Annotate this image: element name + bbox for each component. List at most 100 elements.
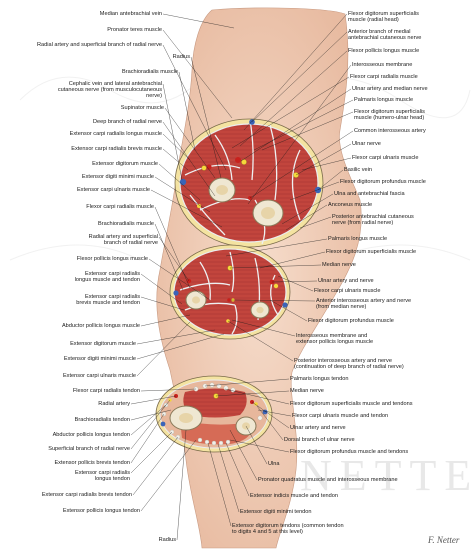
leader-line-r28: [224, 388, 290, 405]
label-l33: Radius: [158, 537, 176, 543]
label-r5: Flexor carpi radialis muscle: [350, 74, 418, 80]
label-r2b: antebrachial cutaneous nerve: [348, 35, 422, 41]
label-r3: Flexor pollicis longus muscle: [348, 48, 420, 54]
label-r37: Extensor digitorum tendons (common tendo…: [232, 523, 344, 529]
leader-line-r33: [245, 425, 268, 465]
label-l32: Extensor pollicis longus tendon: [62, 508, 140, 514]
label-r34: Pronator quadratus muscle and interosseo…: [258, 477, 398, 483]
leader-line-l3: [162, 44, 227, 171]
label-l30b: longus tendon: [94, 476, 130, 482]
label-l10: Extensor carpi radialis brevis muscle: [71, 146, 162, 152]
leader-line-l27: [130, 404, 167, 436]
label-l30: Extensor carpi radialis: [74, 470, 130, 476]
leader-line-r24: [231, 319, 296, 337]
leader-line-r10: [295, 143, 352, 176]
leader-line-l16: [158, 236, 190, 282]
leader-line-r19: [229, 264, 322, 269]
leader-line-l21: [136, 329, 216, 345]
leader-line-l31: [132, 436, 179, 496]
label-l6b: cutaneous nerve (from musculocutaneous: [57, 87, 162, 93]
label-r24: Interosseous membrane and: [296, 333, 368, 339]
leader-line-r26: [204, 378, 290, 387]
leader-line-l5: [178, 71, 196, 151]
leader-line-r29: [257, 409, 292, 417]
leader-line-r25: [227, 320, 294, 362]
label-l23: Extensor carpi ulnaris muscle: [62, 373, 136, 379]
label-r8b: muscle (humero-ulnar head): [354, 115, 425, 121]
netter-watermark: NETTER: [300, 451, 475, 500]
leader-line-l20: [140, 314, 191, 327]
label-r11: Flexor carpi ulnaris muscle: [352, 155, 419, 161]
label-l3: Radial artery and superficial branch of …: [37, 42, 162, 48]
label-r30: Ulnar artery and nerve: [290, 425, 346, 431]
leader-line-r13: [289, 181, 340, 201]
label-r2: Anterior branch of medial: [348, 29, 411, 35]
label-r1b: muscle (radial head): [348, 17, 399, 23]
label-r7: Palmaris longus muscle: [354, 97, 414, 103]
label-l18: Extensor carpi radialis: [84, 271, 140, 277]
leader-line-l24: [140, 388, 197, 392]
leader-line-l18: [140, 273, 183, 305]
leader-line-l12: [154, 176, 211, 213]
label-r16: Posterior antebrachial cutaneous: [332, 214, 414, 220]
leader-line-r14: [281, 193, 334, 225]
label-l2: Pronator teres muscle: [107, 27, 162, 33]
leader-line-r3: [239, 50, 348, 147]
label-r6: Ulnar artery and median nerve: [352, 86, 428, 92]
leader-line-r11: [301, 157, 352, 171]
label-r4: Interosseous membrane: [352, 62, 413, 68]
leader-line-l32: [140, 439, 197, 512]
label-l7: Supinator muscle: [120, 105, 164, 111]
label-r18: Flexor digitorum superficialis muscle: [326, 249, 417, 255]
label-r35: Extensor indicis muscle and tendon: [250, 493, 338, 499]
leader-line-r21: [277, 275, 314, 292]
label-r16b: nerve (from radial nerve): [332, 220, 394, 226]
leader-line-r36: [217, 443, 240, 513]
label-l20: Abductor pollicis longus muscle: [61, 323, 140, 329]
leader-line-r31: [256, 405, 284, 441]
label-l13: Extensor carpi ulnaris muscle: [76, 187, 150, 193]
label-l8: Deep branch of radial nerve: [92, 119, 162, 125]
leader-line-l11: [158, 163, 201, 201]
leader-line-l19: [140, 296, 185, 311]
leader-line-r18: [259, 251, 326, 269]
leader-line-r20: [271, 280, 318, 283]
leader-line-l26: [130, 409, 172, 421]
label-l24: Flexor carpi radialis tendon: [72, 388, 140, 394]
label-l6: Cephalic vein and lateral antebrachial: [68, 81, 162, 87]
label-r26: Palmaris longus tendon: [290, 376, 349, 382]
label-r14: Ulna and antebrachial fascia: [334, 191, 405, 197]
leader-line-r35: [225, 442, 250, 497]
label-l6c: nerve): [146, 93, 162, 99]
leader-line-l7: [164, 107, 216, 179]
label-l19b: brevis muscle and tendon: [76, 300, 140, 306]
label-l1: Median antebrachial vein: [99, 11, 162, 17]
leader-line-r7: [253, 99, 354, 151]
label-r21: Flexor carpi ulnaris muscle: [314, 288, 381, 294]
label-r23: Flexor digitorum profundus muscle: [308, 318, 394, 324]
label-l19: Extensor carpi radialis: [84, 294, 140, 300]
label-r25: Posterior interosseous artery and nerve: [294, 358, 392, 364]
leader-line-r15: [285, 204, 328, 231]
leader-line-l15: [154, 223, 184, 291]
label-r33: Ulna: [268, 461, 280, 467]
cross-section-middle: [169, 244, 291, 340]
label-r36: Extensor digiti minimi tendon: [240, 509, 312, 515]
label-r27: Median nerve: [290, 388, 324, 394]
label-l22: Extensor digiti minimi muscle: [63, 356, 136, 362]
label-l18b: longus muscle and tendon: [74, 277, 140, 283]
label-l28: Superficial branch of radial nerve: [48, 446, 130, 452]
label-l31: Extensor carpi radialis brevis tendon: [41, 492, 132, 498]
label-r25b: (continuation of deep branch of radial n…: [294, 364, 404, 370]
leader-line-l28: [130, 399, 171, 450]
label-r13: Flexor digitorum profundus muscle: [340, 179, 426, 185]
label-l11: Extensor digitorum muscle: [92, 161, 158, 167]
cross-section-distal: [155, 375, 273, 453]
label-r29: Flexor carpi ulnaris muscle and tendon: [292, 413, 389, 419]
leader-line-l25: [130, 395, 177, 405]
leader-line-l4: [190, 56, 222, 179]
leader-line-r9: [249, 130, 354, 199]
label-l12: Extensor digiti minimi muscle: [81, 174, 154, 180]
